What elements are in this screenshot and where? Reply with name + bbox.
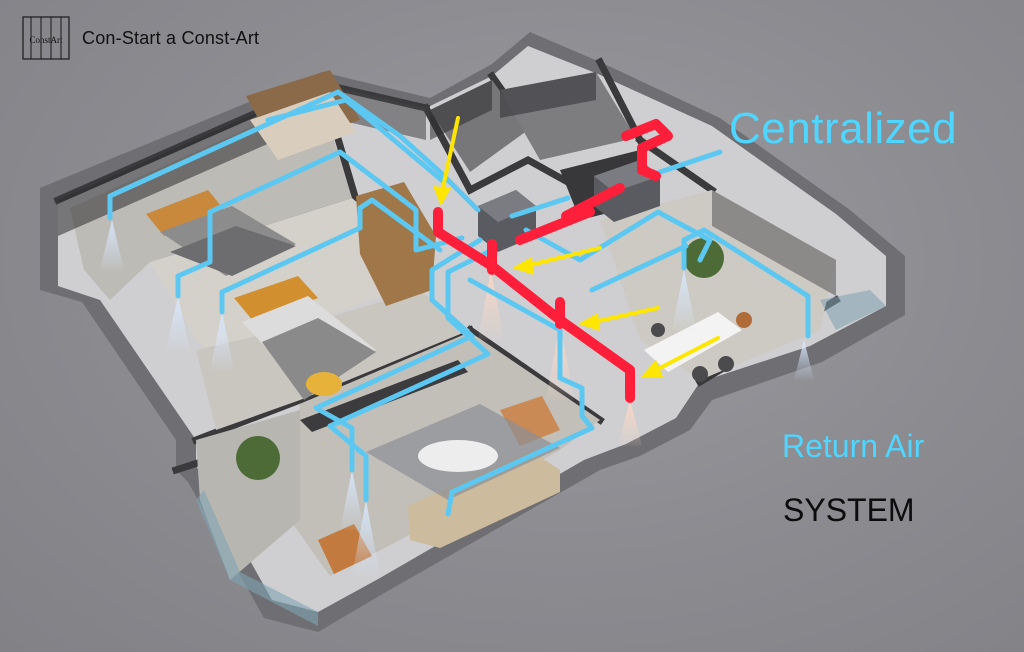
label-return-air: Return Air xyxy=(782,428,925,464)
label-system: SYSTEM xyxy=(783,492,915,528)
flow-arrow xyxy=(578,306,660,331)
brand-logo-icon: ConstArt xyxy=(22,16,70,60)
dining-set xyxy=(644,312,752,382)
furniture xyxy=(146,70,886,626)
flow-arrow xyxy=(640,336,720,378)
headline-centralized: Centralized xyxy=(729,104,958,153)
supply-air-ducts xyxy=(433,119,673,403)
airflow-arrows xyxy=(433,116,720,378)
bed-master xyxy=(234,276,376,400)
brand-logo-text: ConstArt xyxy=(29,35,63,45)
flow-arrow xyxy=(433,116,460,206)
brand-name: Con-Start a Const-Art xyxy=(82,28,260,48)
flow-arrow xyxy=(512,246,602,275)
